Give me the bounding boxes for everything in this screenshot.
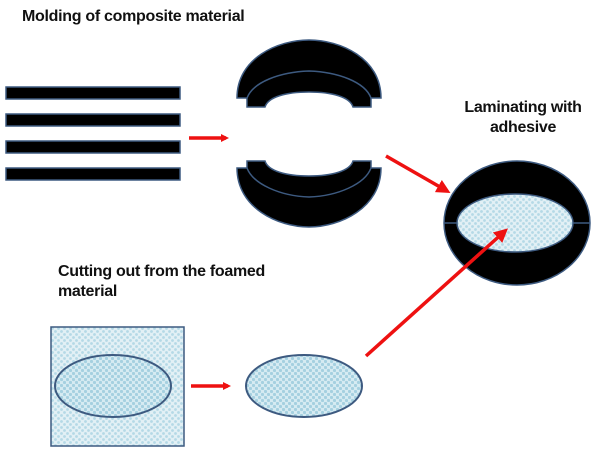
cutting-label-line2: material bbox=[58, 283, 117, 300]
composite-sheets bbox=[5, 86, 181, 181]
composite-sheet bbox=[5, 140, 181, 154]
composite-sheet bbox=[5, 113, 181, 127]
laminated-ring bbox=[443, 160, 591, 286]
foam-block bbox=[50, 326, 185, 447]
molded-half-bottom bbox=[236, 160, 382, 228]
arrow-mold-to-laminate bbox=[385, 154, 451, 193]
composite-sheet bbox=[5, 167, 181, 181]
laminating-label: Laminating with adhesive bbox=[448, 98, 598, 138]
arrow-cut-to-laminate bbox=[364, 228, 508, 358]
cutting-label-line1: Cutting out from the foamed bbox=[58, 263, 265, 280]
composite-sheet bbox=[5, 86, 181, 100]
cutting-label: Cutting out from the foamed material bbox=[58, 262, 265, 302]
molding-label: Molding of composite material bbox=[22, 8, 245, 25]
laminating-label-line1: Laminating with bbox=[464, 99, 582, 116]
foam-cut-outline bbox=[54, 354, 172, 418]
laminated-foam-core bbox=[456, 193, 574, 253]
molded-half-top bbox=[236, 39, 382, 108]
cut-foam-ellipse bbox=[245, 354, 363, 418]
laminating-label-line2: adhesive bbox=[489, 119, 557, 136]
